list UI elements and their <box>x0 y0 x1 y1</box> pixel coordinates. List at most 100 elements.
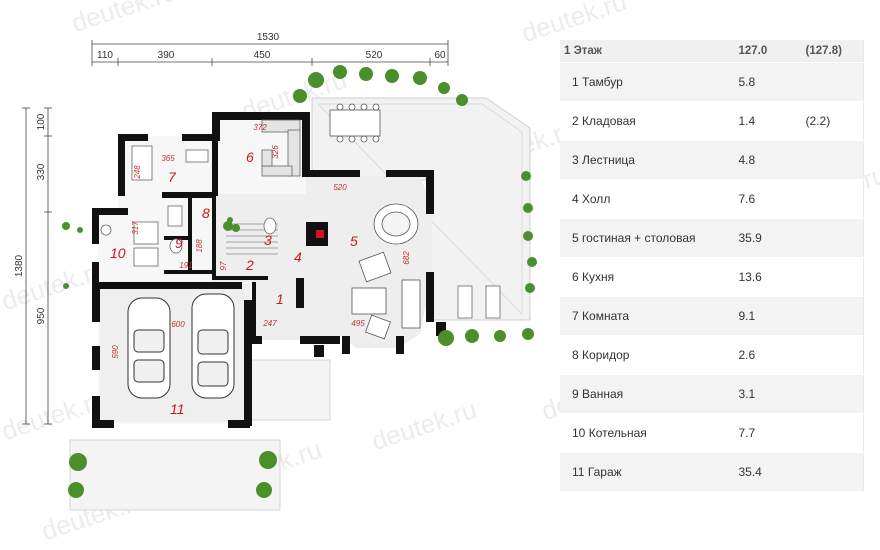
dim-682: 682 <box>402 251 411 265</box>
room-name: Комната <box>582 309 630 323</box>
room-area: 4.8 <box>734 140 800 180</box>
room-name: гостиная + столовая <box>582 231 696 245</box>
room-number-1: 1 <box>276 291 284 307</box>
table-row: 8 Коридор 2.6 <box>560 335 864 375</box>
outdoor-plants <box>62 65 537 498</box>
dim-520: 520 <box>333 183 347 192</box>
table-header-row: 1 Этаж 127.0 (127.8) <box>560 40 864 63</box>
table-row: 1 Тамбур 5.8 <box>560 62 864 102</box>
table-row: 5 гостиная + столовая 35.9 <box>560 218 864 258</box>
top-dim-3: 450 <box>254 50 271 61</box>
room-number-8: 8 <box>202 205 210 221</box>
room-area-total <box>799 374 864 414</box>
room-num: 1 <box>572 75 579 89</box>
dim-495: 495 <box>351 319 365 328</box>
room-area: 3.1 <box>734 374 800 414</box>
floor-plan: 1530 110 390 450 520 60 1380 100 330 950… <box>14 32 537 511</box>
table-row: 11 Гараж 35.4 <box>560 452 864 491</box>
dim-326: 326 <box>271 145 280 159</box>
room-name: Ванная <box>582 387 624 401</box>
dim-365: 365 <box>161 154 175 163</box>
table-row: 9 Ванная 3.1 <box>560 374 864 414</box>
dim-248: 248 <box>133 165 142 180</box>
table-row: 4 Холл 7.6 <box>560 179 864 219</box>
room-name: Лестница <box>582 153 635 167</box>
room-name: Холл <box>582 192 611 206</box>
total-width-dimension: 1530 <box>257 32 280 43</box>
left-total-dimension: 1380 <box>14 254 25 277</box>
room-num: 3 <box>572 153 579 167</box>
room-area-total <box>799 413 864 453</box>
terrace-dining <box>329 103 381 143</box>
room-number-6: 6 <box>246 149 254 165</box>
room-area: 5.8 <box>734 62 800 102</box>
room-name: Гараж <box>587 465 622 479</box>
room-area: 35.9 <box>734 218 800 258</box>
left-dimension-lines <box>22 107 52 425</box>
table-row: 3 Лестница 4.8 <box>560 140 864 180</box>
table-row: 2 Кладовая 1.4 (2.2) <box>560 101 864 141</box>
room-num: 5 <box>572 231 579 245</box>
room-number-11: 11 <box>170 401 185 417</box>
dim-590: 590 <box>111 345 120 359</box>
room-area-total <box>799 140 864 180</box>
dim-372: 372 <box>253 123 267 132</box>
terrace-loungers <box>457 285 501 319</box>
dim-600: 600 <box>171 320 185 329</box>
room-area: 35.4 <box>734 452 800 491</box>
room-area: 1.4 <box>734 101 800 141</box>
room7-furniture <box>131 145 209 181</box>
dining-table <box>351 203 421 340</box>
room-number-3: 3 <box>264 232 272 248</box>
room-area-total <box>799 296 864 336</box>
room-num: 11 <box>572 465 585 479</box>
left-dim-1: 100 <box>36 113 47 130</box>
room-area-total <box>799 62 864 102</box>
dim-191: 191 <box>179 261 192 270</box>
room-area: 9.1 <box>734 296 800 336</box>
room-area-total <box>799 335 864 375</box>
room-num: 4 <box>572 192 579 206</box>
room-area-table: 1 Этаж 127.0 (127.8) 1 Тамбур 5.8 2 Клад… <box>560 40 864 491</box>
room-area: 2.6 <box>734 335 800 375</box>
room-num: 7 <box>572 309 579 323</box>
garage-cars <box>127 293 235 399</box>
indoor-plant <box>223 217 240 232</box>
room-num: 8 <box>572 348 579 362</box>
room-num: 9 <box>572 387 579 401</box>
left-dim-2: 330 <box>36 163 47 180</box>
walls <box>92 112 446 428</box>
room-area: 7.6 <box>734 179 800 219</box>
room-area-total <box>799 218 864 258</box>
floor-area: 127.0 <box>734 40 800 63</box>
room-number-10: 10 <box>110 245 126 261</box>
room-num: 10 <box>572 426 586 440</box>
room-number-5: 5 <box>350 233 358 249</box>
floor-area-total: (127.8) <box>799 40 864 63</box>
fireplace-mark <box>316 230 324 238</box>
room-area: 7.7 <box>734 413 800 453</box>
top-dim-5: 60 <box>434 50 446 61</box>
room-num: 6 <box>572 270 579 284</box>
dim-188: 188 <box>195 239 204 253</box>
room-number-7: 7 <box>168 169 177 185</box>
floor-label: 1 Этаж <box>560 40 735 63</box>
terrace-edge <box>316 103 523 316</box>
room-number-9: 9 <box>175 235 183 251</box>
front-paving <box>69 439 281 511</box>
top-dim-1: 110 <box>97 50 113 61</box>
room-num: 2 <box>572 114 579 128</box>
top-dim-2: 390 <box>158 50 175 61</box>
table-row: 6 Кухня 13.6 <box>560 257 864 297</box>
room-name: Коридор <box>582 348 630 362</box>
table-row: 10 Котельная 7.7 <box>560 413 864 453</box>
top-dim-4: 520 <box>366 50 383 61</box>
kitchen-counters <box>261 119 301 177</box>
room-number-2: 2 <box>245 257 254 273</box>
room-area-total <box>799 257 864 297</box>
left-dim-3: 950 <box>36 307 47 324</box>
porch-paving <box>249 359 331 421</box>
room-area-total <box>799 179 864 219</box>
room-area-total: (2.2) <box>799 101 864 141</box>
room-name: Котельная <box>588 426 647 440</box>
